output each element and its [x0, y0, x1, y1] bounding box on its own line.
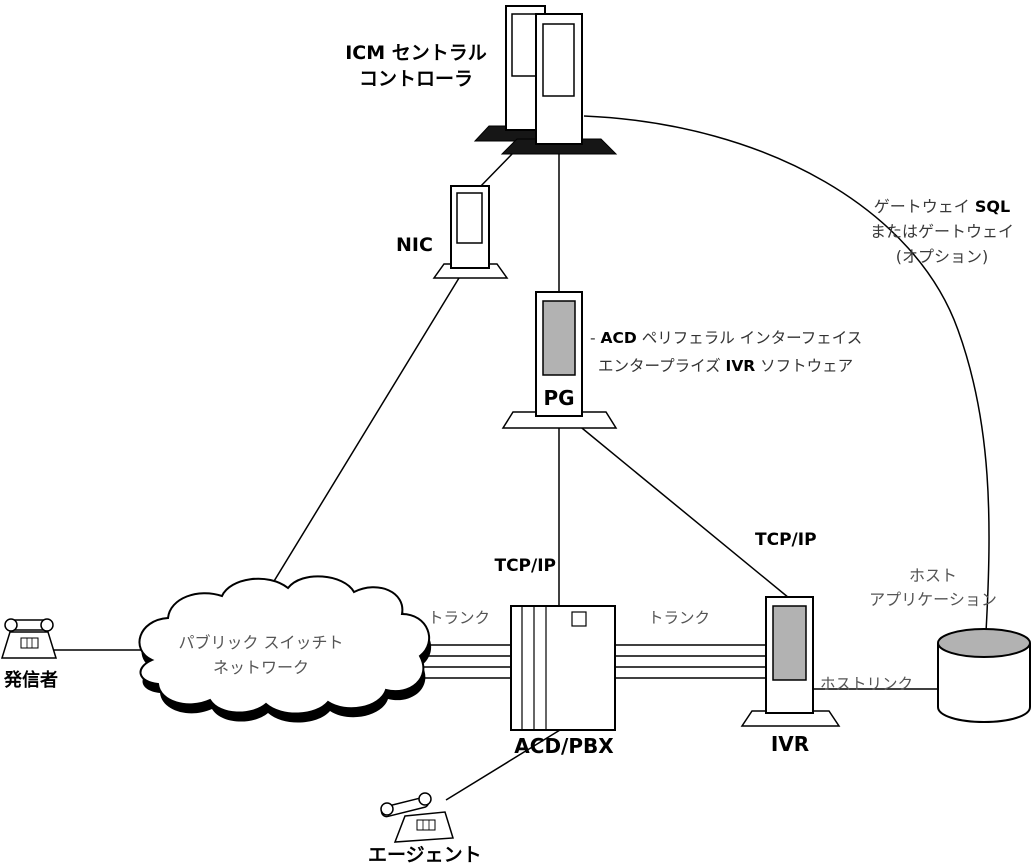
- hostlink-label: ホストリンク: [820, 675, 914, 693]
- gateway-note-line1-pre: ゲートウェイ: [873, 197, 975, 216]
- cloud-shape: [138, 575, 431, 715]
- icm-back-panel: [511, 13, 539, 77]
- nic-server: [432, 185, 509, 279]
- link-nic-cloud: [253, 277, 460, 615]
- icm-label: ICM セントラル コントローラ: [330, 40, 502, 92]
- link-pg-ivr: [576, 423, 790, 599]
- pg-note-ivr-bold: IVR: [725, 357, 756, 375]
- cloud-label-line1: パブリック スイッチト: [178, 633, 344, 652]
- host-application-label-line1: ホスト: [908, 566, 957, 585]
- link-icm-host-gateway-curve: [583, 115, 990, 633]
- pg-note-acd-post: ペリフェラル インターフェイス: [636, 329, 863, 347]
- pg-server: [501, 291, 618, 429]
- pg-note-ivr-post: ソフトウェア: [755, 357, 854, 375]
- link-acd-agent: [445, 729, 561, 801]
- pg-notes: - ACD ペリフェラル インターフェイス エンタープライズ IVR ソフトウェ…: [590, 324, 862, 380]
- caller-phone-icon: [0, 618, 58, 659]
- acd-indicator-square: [571, 611, 587, 627]
- cloud-label: パブリック スイッチト ネットワーク: [168, 630, 354, 680]
- nic-label: NIC: [396, 234, 433, 256]
- nic-panel: [456, 192, 483, 244]
- gateway-note-line1-bold: SQL: [974, 197, 1011, 216]
- pg-panel: [542, 300, 576, 376]
- tcpip-label-left: TCP/IP: [494, 556, 556, 576]
- pg-note-acd-bold: ACD: [600, 329, 637, 347]
- ivr-label: IVR: [770, 732, 810, 756]
- pg-note-ivr: エンタープライズ IVR ソフトウェア: [598, 352, 862, 380]
- database-body: [937, 643, 1031, 724]
- pg-label: PG: [543, 386, 575, 410]
- icm-front-panel: [542, 23, 575, 97]
- gateway-note-line3: (オプション): [895, 247, 989, 266]
- gateway-note-line1: ゲートウェイ SQL: [861, 194, 1023, 219]
- pg-note-acd: - ACD ペリフェラル インターフェイス: [590, 324, 862, 352]
- trunk-label-right: トランク: [648, 609, 711, 627]
- network-cloud: [138, 575, 432, 723]
- host-application-label-line2: アプリケーション: [869, 590, 997, 609]
- acd-box: [510, 605, 616, 731]
- ivr-panel: [772, 605, 807, 681]
- trunk-label-left: トランク: [428, 609, 491, 627]
- host-database: [937, 628, 1031, 724]
- agent-label: エージェント: [368, 844, 482, 864]
- link-icm-nic: [476, 149, 517, 191]
- acd-pbx-switch: [510, 605, 616, 731]
- host-application-label: ホスト アプリケーション: [852, 564, 1014, 612]
- tcpip-label-right: TCP/IP: [755, 530, 817, 550]
- gateway-note-line2: またはゲートウェイ: [869, 222, 1014, 241]
- caller-label: 発信者: [4, 670, 58, 691]
- database-top: [937, 628, 1031, 658]
- icm-label-line2: コントローラ: [358, 68, 473, 90]
- cloud-label-line2: ネットワーク: [212, 658, 309, 677]
- ivr-server: [740, 596, 841, 727]
- pg-note-ivr-pre: エンタープライズ: [598, 357, 726, 375]
- acd-pbx-label: ACD/PBX: [514, 734, 614, 758]
- trunk-lines-right: [615, 644, 768, 679]
- gateway-note: ゲートウェイ SQL またはゲートウェイ (オプション): [861, 194, 1023, 269]
- icm-server-pair: [473, 5, 618, 155]
- agent-phone-icon: [380, 792, 454, 843]
- icm-label-line1: ICM セントラル: [345, 42, 487, 64]
- pg-note-acd-pre: -: [590, 329, 601, 347]
